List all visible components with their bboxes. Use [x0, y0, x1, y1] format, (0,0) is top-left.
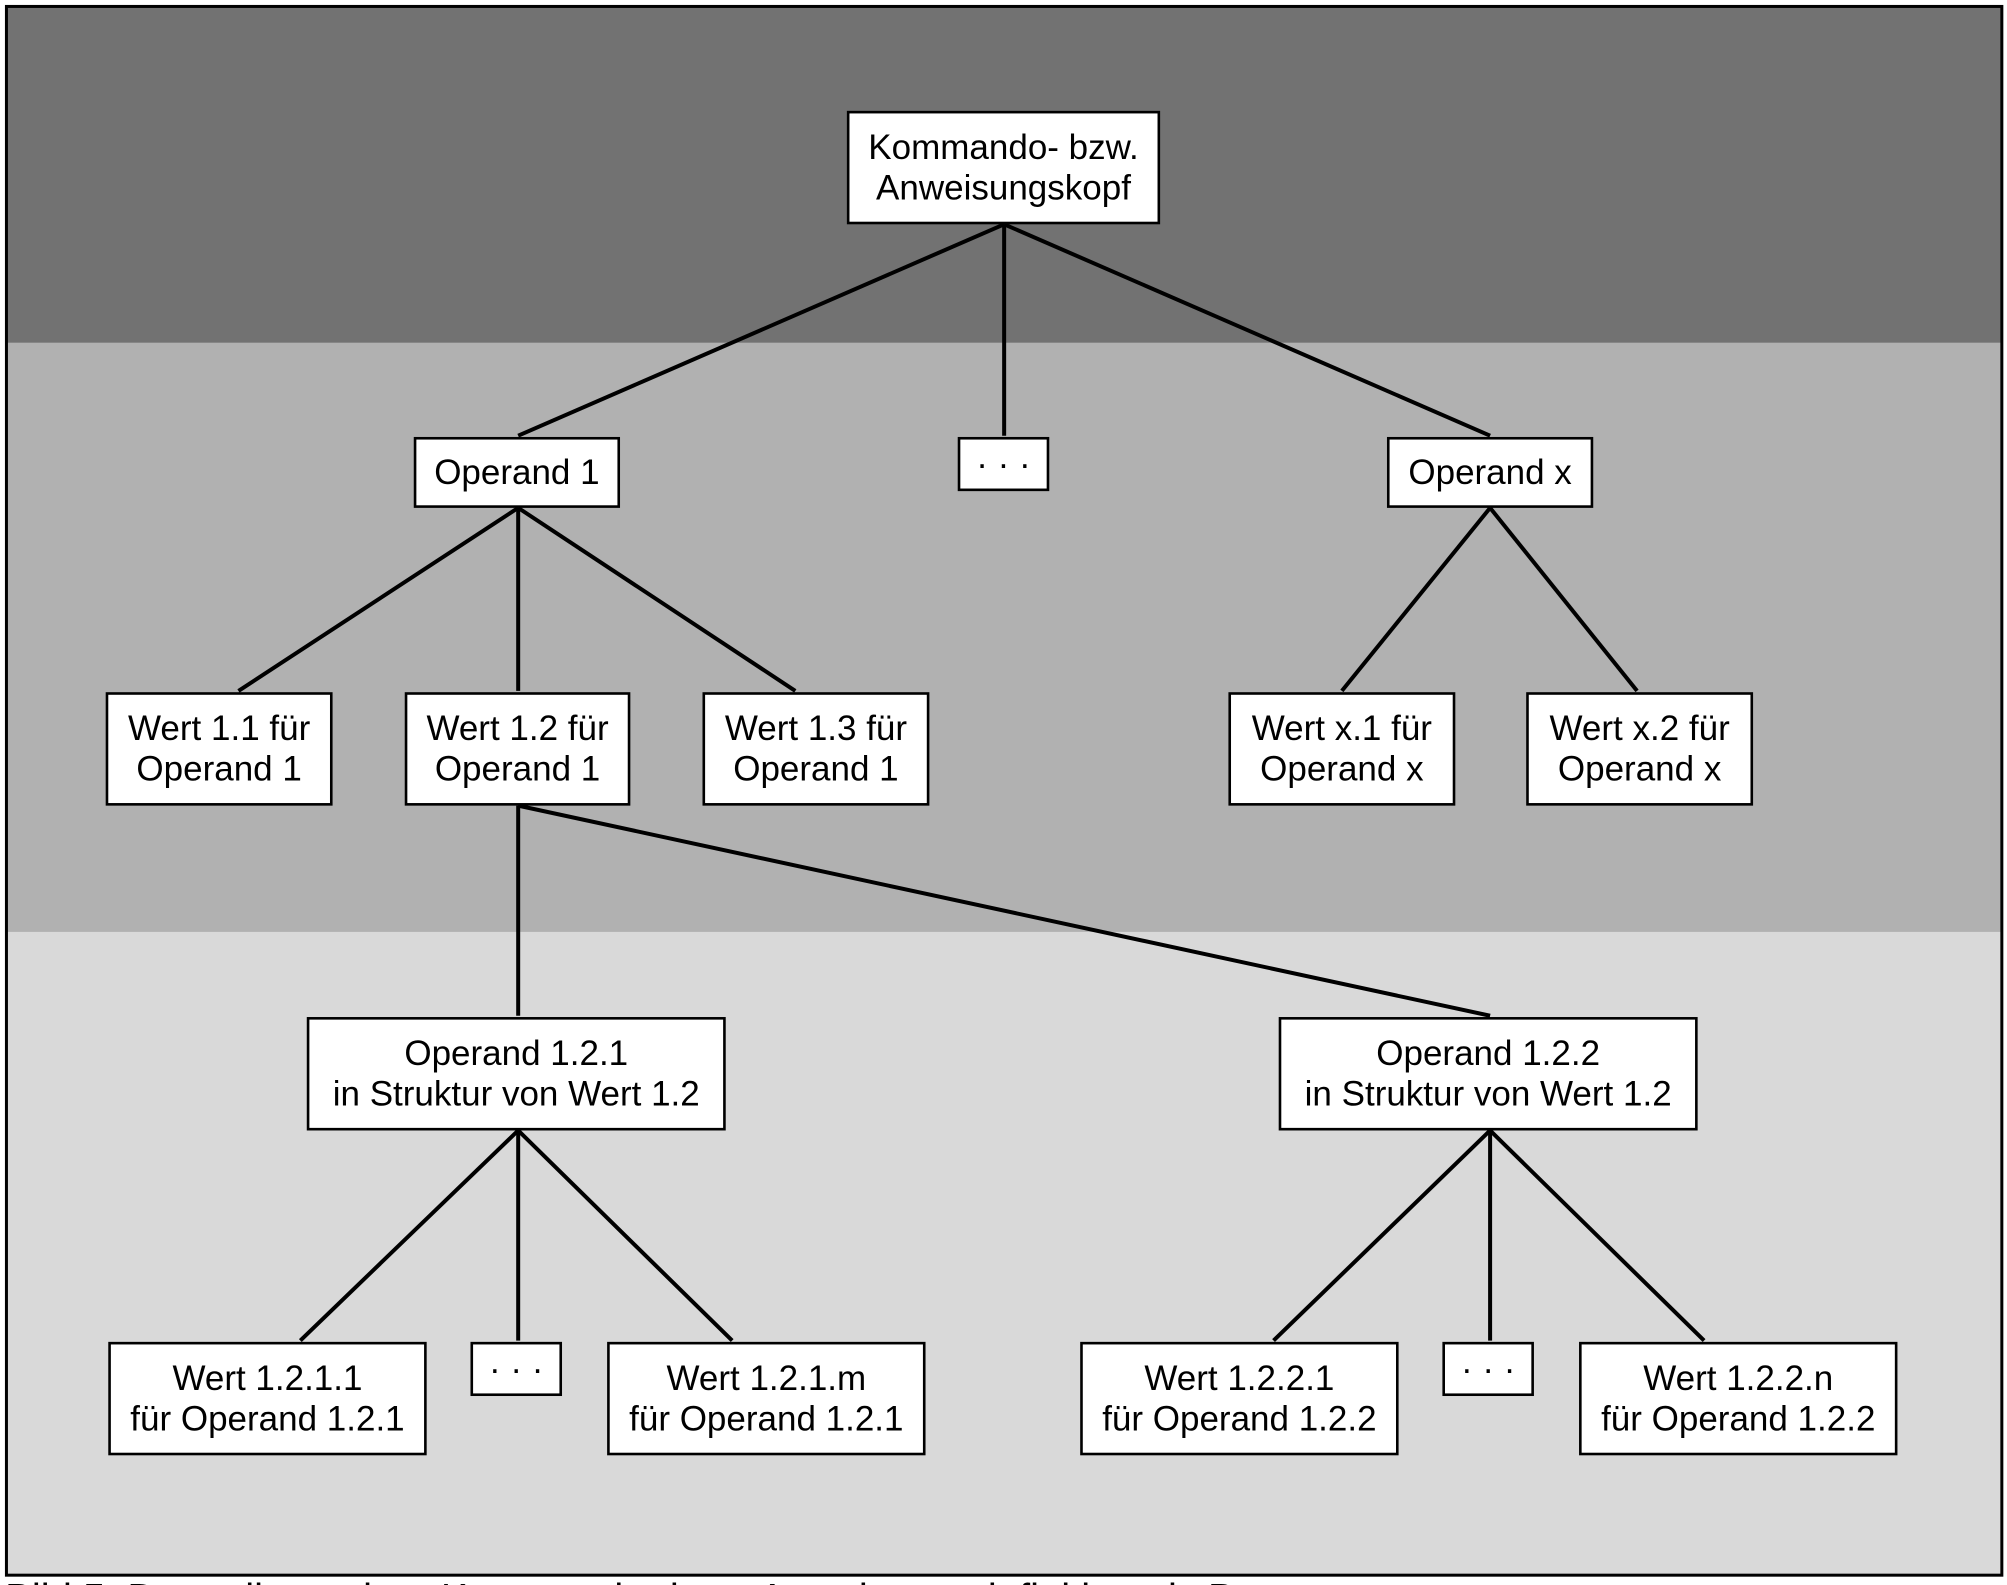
edge-op1-to-w11: [237, 506, 520, 693]
node-box: [1278, 1017, 1698, 1131]
node-label-line: Kommando- bzw.: [868, 128, 1138, 167]
node-dots-122: · · ·: [1442, 1341, 1534, 1397]
node-box: [404, 692, 631, 806]
node-box: [108, 1341, 427, 1456]
node-box: [470, 1341, 563, 1397]
node-label-line: für Operand 1.2.2: [1601, 1399, 1875, 1438]
node-label-line: Operand x: [1558, 750, 1722, 789]
node-label-line: Operand 1.2.2: [1376, 1034, 1600, 1073]
node-dots-121: · · ·: [470, 1341, 563, 1397]
edge-op121-to-w1211: [298, 1129, 520, 1343]
edge-opx-to-wx1: [1340, 506, 1492, 693]
node-label-line: Wert x.2 für: [1550, 709, 1731, 748]
node-op121: Operand 1.2.1in Struktur von Wert 1.2: [306, 1017, 726, 1131]
node-op1: Operand 1: [413, 436, 621, 508]
edge-kopf-to-op1: [517, 222, 1005, 438]
node-label-line: Operand x: [1408, 453, 1572, 492]
node-box: [1080, 1341, 1399, 1456]
node-dots-top: · · ·: [957, 436, 1050, 492]
node-box: [607, 1341, 926, 1456]
node-label-line: Wert x.1 für: [1252, 709, 1433, 748]
node-label-line: Wert 1.2.1.m: [666, 1359, 866, 1398]
node-label-line: Operand x: [1260, 750, 1424, 789]
node-label-line: · · ·: [489, 1349, 543, 1388]
node-label-line: Wert 1.3 für: [725, 709, 908, 748]
node-box: [1526, 692, 1754, 806]
edge-kopf-to-opx: [1003, 222, 1491, 438]
node-opx: Operand x: [1386, 436, 1594, 508]
node-label-line: Wert 1.2.1.1: [172, 1359, 362, 1398]
node-label-line: Wert 1.1 für: [128, 709, 311, 748]
edge-op122-to-w122n: [1488, 1129, 1706, 1343]
node-label-line: Operand 1: [136, 750, 301, 789]
node-label-line: Wert 1.2.2.1: [1144, 1359, 1334, 1398]
node-label-line: · · ·: [976, 445, 1030, 484]
node-label-line: Wert 1.2.2.n: [1643, 1359, 1833, 1398]
node-box: [702, 692, 930, 806]
edge-op1-to-w13: [517, 506, 797, 693]
node-box: [105, 692, 333, 806]
node-label-line: Operand 1: [435, 750, 600, 789]
node-label-line: Operand 1: [434, 453, 599, 492]
edge-op122-to-w1221: [1272, 1129, 1492, 1343]
node-box: [1386, 436, 1594, 508]
band-level-substructure: [6, 931, 2002, 1576]
node-label-line: Operand 1.2.1: [404, 1034, 628, 1073]
node-box: [1228, 692, 1456, 806]
node-op122: Operand 1.2.2in Struktur von Wert 1.2: [1278, 1017, 1698, 1131]
node-label-line: für Operand 1.2.1: [130, 1399, 404, 1438]
diagram-frame: [4, 4, 2004, 1577]
node-box: [1442, 1341, 1534, 1397]
edge-op121-to-w121m: [516, 1129, 734, 1343]
tree-edges: [237, 222, 1706, 1343]
node-kopf: Kommando- bzw.Anweisungskopf: [846, 110, 1161, 225]
node-label-line: Operand 1: [733, 750, 898, 789]
node-label-line: in Struktur von Wert 1.2: [1305, 1075, 1672, 1114]
node-label-line: für Operand 1.2.1: [629, 1399, 903, 1438]
edge-opx-to-wx2: [1488, 506, 1639, 693]
node-box: [846, 110, 1161, 225]
node-label-line: in Struktur von Wert 1.2: [333, 1075, 700, 1114]
node-box: [306, 1017, 726, 1131]
edge-w12-to-op122: [517, 803, 1491, 1018]
node-label-line: für Operand 1.2.2: [1102, 1399, 1376, 1438]
figure-caption: Bild 5: Darstellung einer Kommando- bzw.…: [5, 1576, 1312, 1585]
node-box: [413, 436, 621, 508]
node-box: [957, 436, 1050, 492]
node-label-line: Wert 1.2 für: [426, 709, 609, 748]
node-label-line: Anweisungskopf: [876, 168, 1131, 207]
node-label-line: · · ·: [1461, 1349, 1515, 1388]
node-box: [1579, 1341, 1898, 1456]
